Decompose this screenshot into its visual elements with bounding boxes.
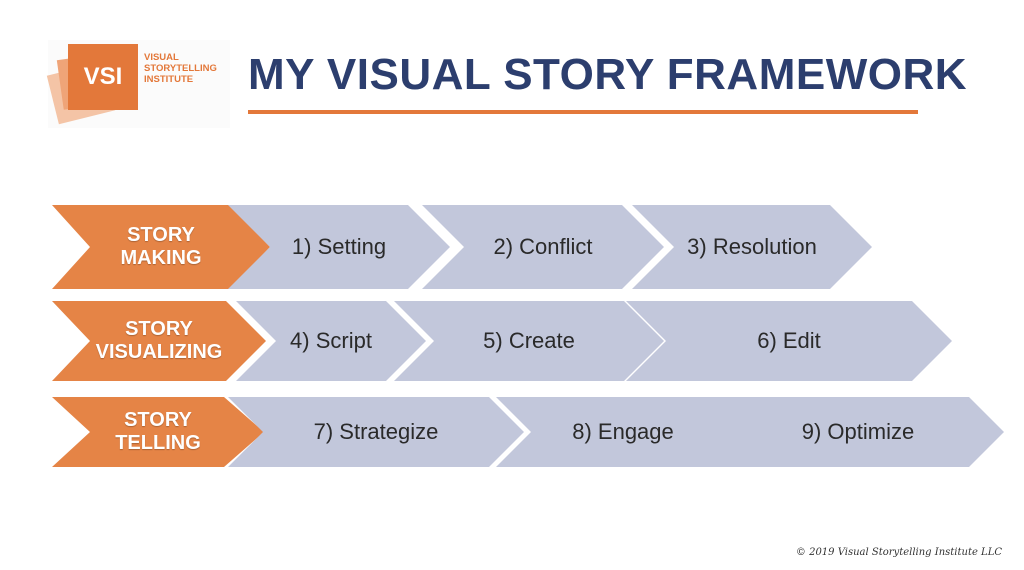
step-edit: 6) Edit <box>626 301 952 381</box>
row-label-line-1: STORY <box>125 318 193 340</box>
page-title: MY VISUAL STORY FRAMEWORK <box>248 50 968 99</box>
vsi-logo: VSI VISUAL STORYTELLING INSTITUTE <box>46 40 230 128</box>
logo-line-3: INSTITUTE <box>144 74 194 85</box>
title-underline <box>248 110 918 114</box>
framework-row-story-making: STORY MAKING 1) Setting 2) Conflict 3) R… <box>0 205 1024 289</box>
logo-wordmark: VISUAL STORYTELLING INSTITUTE <box>144 52 217 85</box>
step-create: 5) Create <box>394 301 664 381</box>
step-label: 7) Strategize <box>313 419 439 444</box>
framework-row-story-visualizing: STORY VISUALIZING 4) Script 5) Create 6)… <box>0 301 1024 381</box>
row-label-story-visualizing: STORY VISUALIZING <box>52 301 266 381</box>
step-resolution: 3) Resolution <box>632 205 872 289</box>
row-label-line-2: TELLING <box>115 432 201 454</box>
logo-line-1: VISUAL <box>144 52 179 63</box>
row-label-line-2: MAKING <box>120 247 202 269</box>
step-label: 2) Conflict <box>493 234 593 259</box>
step-conflict: 2) Conflict <box>422 205 664 289</box>
step-label: 3) Resolution <box>687 234 817 259</box>
step-label: 8) Engage <box>572 419 674 444</box>
logo-mark: VSI <box>68 44 138 110</box>
step-engage: 8) Engage <box>496 397 750 467</box>
step-strategize: 7) Strategize <box>228 397 524 467</box>
step-label: 9) Optimize <box>801 419 915 444</box>
row-label-line-1: STORY <box>127 224 195 246</box>
step-label: 5) Create <box>483 328 575 353</box>
row-label-line-2: VISUALIZING <box>95 341 223 363</box>
copyright-notice: © 2019 Visual Storytelling Institute LLC <box>795 547 1002 558</box>
step-label: 4) Script <box>290 328 372 353</box>
framework-row-story-telling: STORY TELLING 7) Strategize 8) Engage 9)… <box>0 397 1024 467</box>
row-label-story-making: STORY MAKING <box>52 205 270 289</box>
row-label-line-1: STORY <box>124 409 192 431</box>
step-optimize: 9) Optimize <box>712 397 1004 467</box>
step-label: 1) Setting <box>291 234 387 259</box>
row-label-story-telling: STORY TELLING <box>52 397 264 467</box>
logo-line-2: STORYTELLING <box>144 63 217 74</box>
step-label: 6) Edit <box>757 328 821 353</box>
